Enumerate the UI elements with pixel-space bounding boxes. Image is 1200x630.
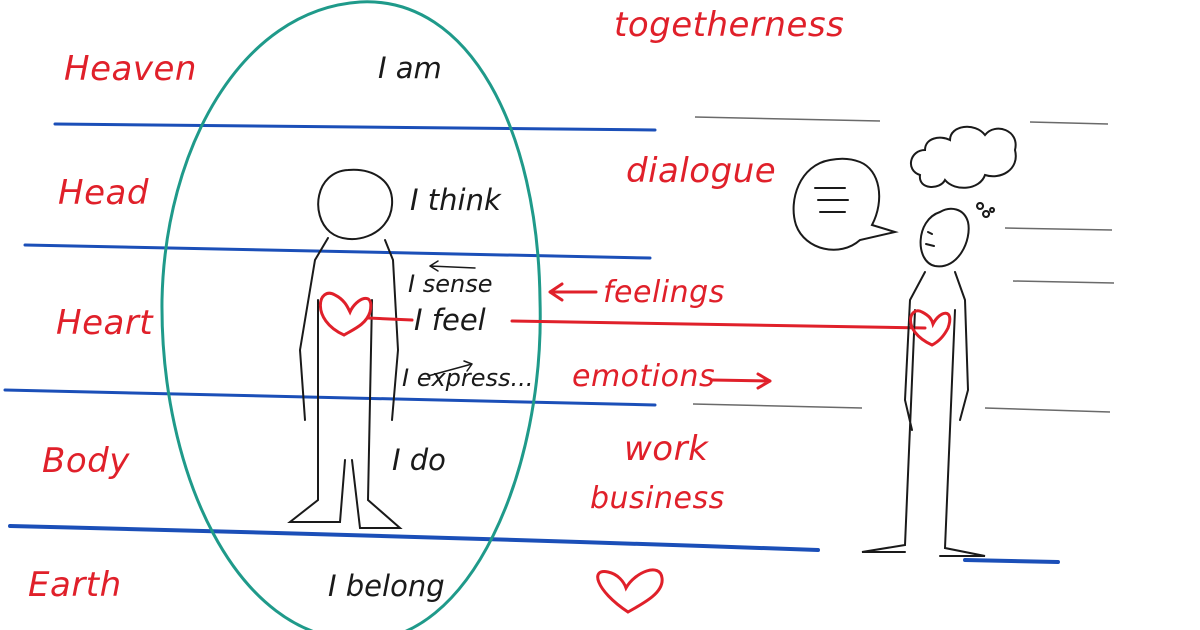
- word-business: business: [590, 481, 725, 516]
- stick-figure-left: [287, 168, 403, 529]
- grey-line-2: [1029, 121, 1109, 125]
- grey-line-4: [1012, 280, 1115, 284]
- grey-line-3: [1004, 227, 1113, 231]
- right-figure-head: [919, 207, 970, 268]
- speech-bubble-lines: [814, 187, 849, 213]
- statement-i-do: I do: [392, 443, 446, 477]
- word-work: work: [624, 429, 709, 469]
- level-label-head: Head: [58, 173, 149, 213]
- small-arrows: [427, 260, 476, 377]
- statement-i-think: I think: [410, 183, 501, 217]
- red-arrows: [548, 282, 772, 390]
- level-line-3: [3, 388, 657, 407]
- speech-bubble-icon: [792, 157, 899, 251]
- teal-oval: [160, 0, 542, 630]
- level-label-body: Body: [42, 441, 130, 481]
- level-line-1: [53, 122, 657, 132]
- right-figure-face: [925, 231, 935, 247]
- express-arrow: [427, 360, 473, 377]
- heart-bottom-icon: [596, 568, 664, 614]
- level-lines: [3, 122, 1060, 564]
- word-emotions: emotions: [572, 359, 716, 394]
- left-figure-head: [317, 168, 394, 241]
- level-line-4-right: [963, 558, 1060, 564]
- feelings-arrow: [548, 282, 598, 302]
- word-feelings: feelings: [603, 275, 725, 310]
- word-dialogue: dialogue: [626, 151, 777, 191]
- left-figure-body: [287, 237, 403, 529]
- connection-arrow: [366, 316, 927, 330]
- level-label-heart: Heart: [56, 303, 154, 343]
- heart-right-icon: [909, 309, 952, 347]
- statement-i-am: I am: [378, 51, 442, 85]
- right-figure-thought-dots: [976, 202, 996, 218]
- grey-line-6: [984, 407, 1111, 413]
- level-line-2: [23, 243, 652, 260]
- grey-line-5: [692, 403, 863, 409]
- thought-cloud-icon: [910, 125, 1017, 189]
- emotions-arrow: [710, 372, 772, 390]
- right-figure-body: [861, 271, 986, 557]
- statement-i-sense: I sense: [408, 270, 493, 298]
- grey-line-1: [694, 116, 881, 122]
- level-label-earth: Earth: [28, 565, 122, 605]
- stick-figure-right: [861, 202, 996, 557]
- statement-i-belong: I belong: [328, 569, 445, 603]
- level-line-4: [8, 524, 820, 552]
- sense-arrow: [429, 260, 476, 272]
- word-togetherness: togetherness: [614, 5, 845, 45]
- speech-bubble-outline: [792, 157, 899, 251]
- statement-i-feel: I feel: [414, 303, 486, 337]
- heart-left-icon: [318, 291, 373, 337]
- grey-sketch-lines: [692, 116, 1115, 413]
- level-label-heaven: Heaven: [64, 49, 197, 89]
- statement-i-express: I express...: [402, 364, 534, 392]
